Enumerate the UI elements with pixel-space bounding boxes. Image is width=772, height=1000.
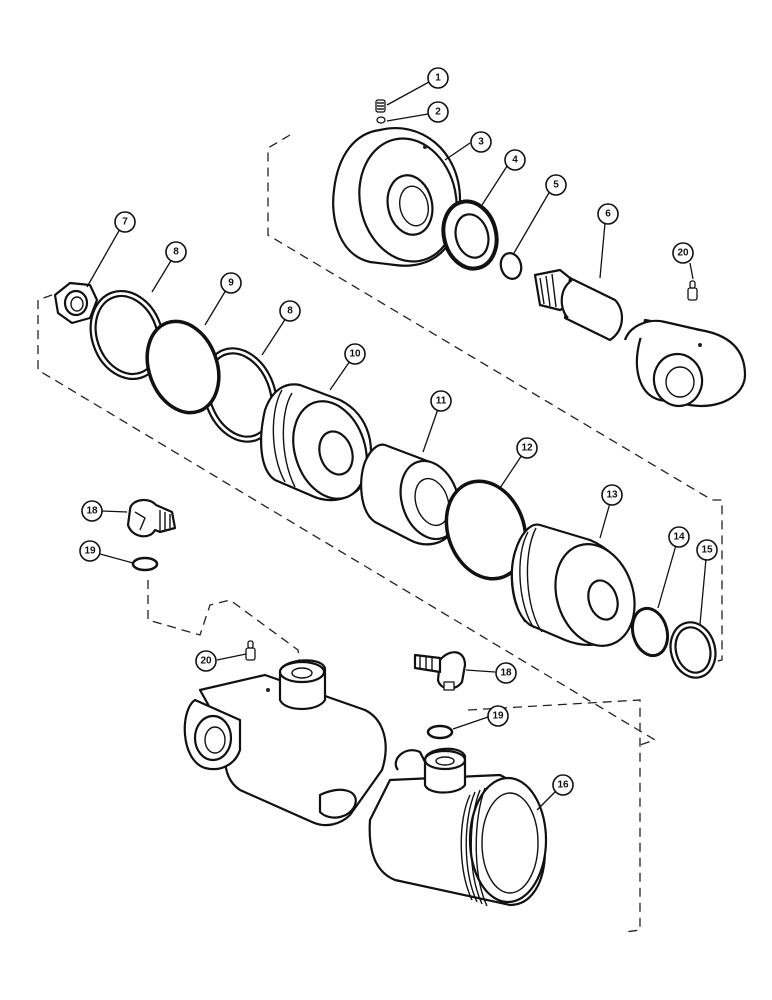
callout-label: 1	[435, 73, 441, 84]
small-o-ring-part	[630, 606, 670, 658]
spacer-o-ring-part	[444, 479, 528, 581]
set-screw-part	[375, 99, 386, 113]
cylinder-base-part	[183, 659, 387, 827]
ball-part	[376, 116, 386, 124]
callout-11: 11	[430, 390, 452, 412]
rod-part	[533, 268, 623, 342]
callout-1: 1	[427, 67, 449, 89]
callout-9: 9	[220, 272, 242, 294]
callout-label: 18	[86, 506, 98, 517]
callout-label: 19	[492, 711, 504, 722]
callout-label: 3	[478, 137, 484, 148]
callout-18-right: 18	[495, 662, 517, 684]
piston-o-ring-part	[145, 319, 221, 415]
callout-label: 19	[84, 546, 96, 557]
callout-5: 5	[545, 174, 567, 196]
callout-label: 9	[228, 278, 234, 289]
callout-label: 16	[557, 780, 569, 791]
callout-15: 15	[696, 539, 718, 561]
callout-2: 2	[427, 101, 449, 123]
callout-8-lower: 8	[279, 300, 301, 322]
callout-7: 7	[114, 211, 136, 233]
callout-14: 14	[668, 526, 690, 548]
elbow-fitting-right-part	[413, 651, 467, 691]
callout-20-lower: 20	[195, 650, 217, 672]
callout-19-right: 19	[487, 705, 509, 727]
callout-label: 13	[606, 490, 618, 501]
callout-label: 8	[287, 306, 293, 317]
elbow-fitting-left-part	[126, 498, 177, 538]
backup-ring-right-part	[202, 347, 278, 443]
callout-3: 3	[470, 131, 492, 153]
barrel-part	[368, 747, 548, 907]
grease-fitting-upper-part	[687, 280, 698, 301]
callout-label: 20	[677, 248, 689, 259]
callout-16: 16	[552, 774, 574, 796]
assembly-outline-upper	[267, 134, 723, 666]
assembly-outline-lower	[147, 580, 301, 666]
callout-label: 2	[435, 107, 441, 118]
nut-part	[53, 281, 99, 325]
callout-13: 13	[601, 484, 623, 506]
callout-12: 12	[516, 437, 538, 459]
callout-label: 7	[122, 217, 128, 228]
callout-label: 10	[349, 349, 361, 360]
callout-8-upper: 8	[165, 241, 187, 263]
piston-seal-assembly-part	[510, 523, 636, 647]
callout-19-left: 19	[79, 540, 101, 562]
leader-lines	[86, 81, 707, 811]
callout-10: 10	[344, 343, 366, 365]
grease-fitting-lower-part	[245, 640, 256, 661]
callout-4: 4	[504, 149, 526, 171]
rod-o-ring-part	[499, 252, 523, 280]
callout-label: 8	[173, 247, 179, 258]
callout-label: 20	[200, 656, 212, 667]
assembly-outline-barrel	[467, 699, 641, 933]
backup-ring-left-part	[89, 289, 165, 381]
small-backup-ring-part	[669, 621, 717, 679]
gland-part	[332, 127, 462, 267]
piston-part	[260, 383, 373, 502]
fitting-o-ring-right-part	[426, 724, 454, 740]
wiper-seal-part	[441, 199, 499, 271]
callout-label: 18	[500, 668, 512, 679]
callout-label: 14	[673, 532, 685, 543]
callout-label: 6	[605, 209, 611, 220]
callout-label: 11	[436, 396, 447, 407]
callout-20-upper: 20	[672, 242, 694, 264]
callout-6: 6	[597, 203, 619, 225]
callout-18-left: 18	[81, 500, 103, 522]
fitting-o-ring-left-part	[131, 556, 159, 572]
callout-label: 4	[512, 155, 518, 166]
callout-label: 12	[521, 443, 533, 454]
rod-eye-part	[623, 318, 747, 408]
callout-label: 15	[701, 545, 713, 556]
callout-label: 5	[553, 180, 559, 191]
